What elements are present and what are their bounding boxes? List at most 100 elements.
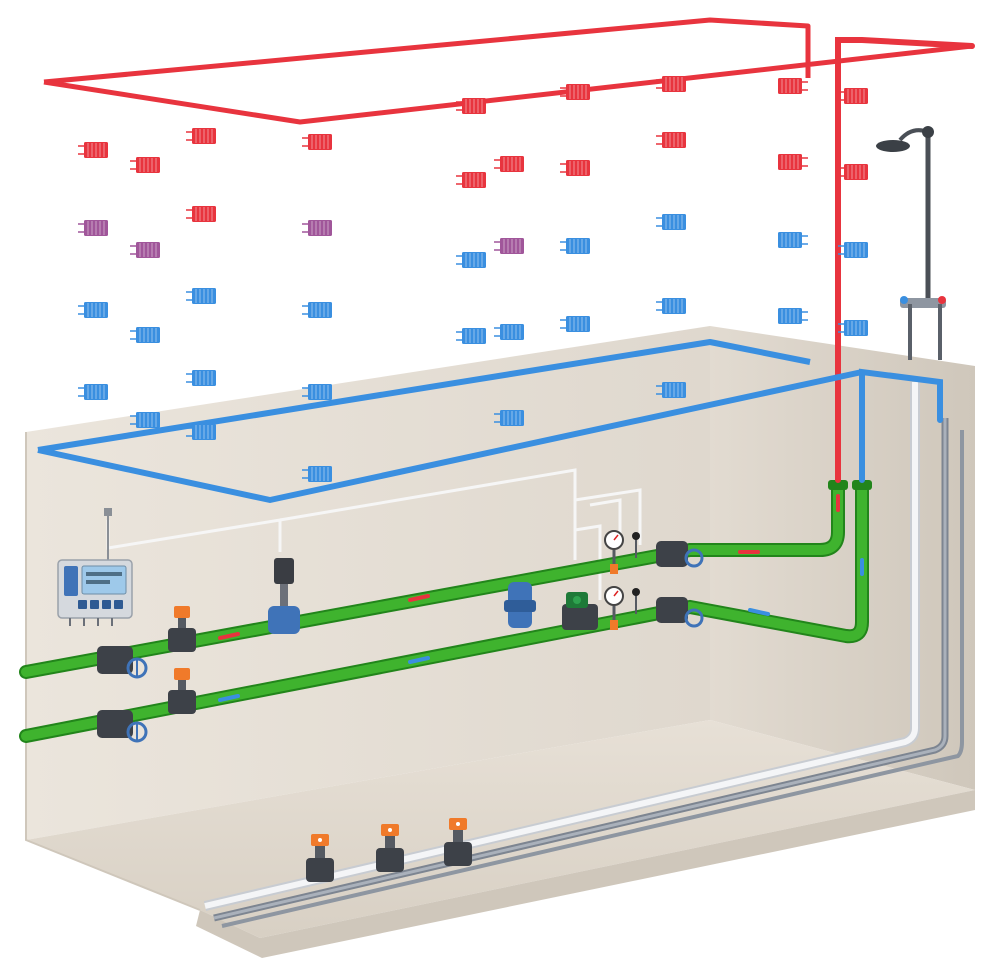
thermometer-supply — [632, 532, 640, 558]
motorized-valve-supply[interactable] — [168, 606, 196, 652]
radiator — [656, 382, 686, 398]
wall-edge — [25, 432, 201, 911]
radiator — [778, 154, 808, 170]
radiator — [560, 84, 590, 100]
radiator-icon — [84, 142, 108, 158]
radiator — [494, 410, 524, 426]
radiator — [186, 424, 216, 440]
radiator-icon — [844, 88, 868, 104]
shower-icon — [876, 126, 946, 360]
radiator-icon — [308, 220, 332, 236]
radiator — [778, 232, 808, 248]
ball-valve-icon — [684, 608, 704, 628]
radiator-icon — [136, 157, 160, 173]
radiator — [130, 242, 160, 258]
riser-union-return — [852, 480, 872, 490]
radiator-network — [37, 17, 973, 503]
radiator — [656, 76, 686, 92]
radiator — [78, 302, 108, 318]
radiator-icon — [462, 172, 486, 188]
radiator-icon — [566, 160, 590, 176]
radiator-icon — [136, 412, 160, 428]
front-floor-slab — [196, 790, 975, 958]
radiator — [130, 327, 160, 343]
radiator — [186, 128, 216, 144]
radiator-icon — [566, 316, 590, 332]
ball-valve-return-left[interactable] — [97, 710, 148, 743]
radiator-icon — [662, 214, 686, 230]
radiator-icon — [462, 252, 486, 268]
mixing-valve[interactable] — [268, 558, 300, 634]
basement-room — [25, 326, 975, 958]
ball-valve-icon — [126, 657, 148, 679]
fittings — [97, 480, 872, 743]
radiator — [186, 288, 216, 304]
actuator-icon — [456, 822, 460, 826]
radiator — [456, 328, 486, 344]
pressure-gauge-return — [604, 586, 624, 630]
radiator — [302, 466, 332, 482]
radiator — [560, 316, 590, 332]
radiator-icon — [844, 164, 868, 180]
radiator — [456, 172, 486, 188]
radiator — [560, 238, 590, 254]
radiator — [302, 384, 332, 400]
boiler-mains — [19, 481, 869, 743]
pressure-gauge-icon — [604, 586, 624, 606]
radiator — [838, 242, 868, 258]
radiator-icon — [566, 238, 590, 254]
radiator-icon — [844, 320, 868, 336]
radiator — [186, 206, 216, 222]
floor-valve-1[interactable] — [306, 834, 334, 882]
back-wall — [26, 326, 710, 840]
circulation-pump[interactable] — [562, 592, 598, 630]
radiator-icon — [500, 324, 524, 340]
radiator-icon — [136, 327, 160, 343]
radiator — [456, 98, 486, 114]
pump-icon — [566, 592, 588, 608]
pressure-gauge-supply — [604, 530, 624, 574]
floor — [26, 720, 975, 938]
radiator-icon — [844, 242, 868, 258]
radiator-icon — [778, 232, 802, 248]
actuator-icon — [388, 828, 392, 832]
radiator-icon — [84, 302, 108, 318]
radiator-icon — [192, 288, 216, 304]
radiator-icon — [84, 384, 108, 400]
radiator — [494, 324, 524, 340]
ball-valve-supply-left[interactable] — [97, 646, 148, 679]
radiator-icon — [778, 78, 802, 94]
radiator — [186, 370, 216, 386]
radiator — [560, 160, 590, 176]
radiator-icon — [136, 242, 160, 258]
radiator — [656, 298, 686, 314]
radiator — [838, 88, 868, 104]
bottom-return-loop — [37, 339, 863, 503]
radiator-icon — [308, 466, 332, 482]
radiator — [78, 220, 108, 236]
ball-valve-return-right[interactable] — [656, 597, 704, 628]
radiator — [302, 134, 332, 150]
radiator — [78, 142, 108, 158]
radiator-icon — [500, 238, 524, 254]
right-wall — [710, 326, 975, 790]
wall-controller[interactable] — [57, 508, 133, 626]
motorized-valve-return[interactable] — [168, 668, 196, 714]
radiator-icon — [662, 76, 686, 92]
floor-valve-3[interactable] — [444, 818, 472, 866]
radiator-icon — [662, 298, 686, 314]
radiator — [302, 302, 332, 318]
radiator-icon — [308, 134, 332, 150]
thermometer-return — [632, 588, 640, 614]
radiator-icon — [778, 154, 802, 170]
ball-valve-supply-right[interactable] — [656, 541, 704, 568]
ball-valve-icon — [684, 548, 704, 568]
strainer — [504, 582, 536, 628]
floor-valve-2[interactable] — [376, 824, 404, 872]
radiator — [656, 214, 686, 230]
radiator — [778, 78, 808, 94]
radiator-icon — [308, 384, 332, 400]
shower-fixture — [876, 126, 946, 360]
radiator-icon — [192, 370, 216, 386]
